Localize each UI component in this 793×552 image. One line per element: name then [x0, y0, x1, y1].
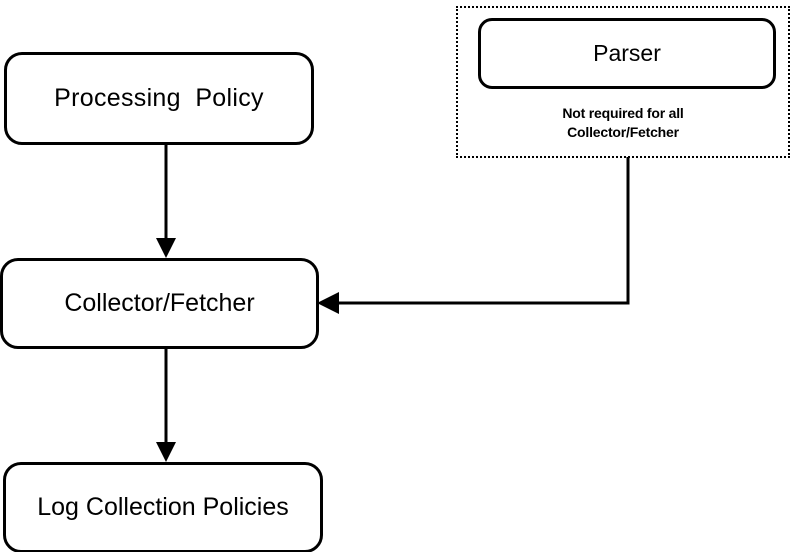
optional-parser-note: Not required for all Collector/Fetcher [562, 105, 684, 140]
node-collector-fetcher[interactable]: Collector/Fetcher [0, 258, 319, 349]
node-log-collection-policies-label: Log Collection Policies [37, 493, 289, 521]
node-processing-policy-label: Processing Policy [54, 84, 264, 112]
connector-elbow-line [333, 157, 630, 305]
connector-parser-group-to-collector [317, 157, 630, 314]
connector-processing-policy-to-collector [156, 145, 176, 258]
node-log-collection-policies[interactable]: Log Collection Policies [3, 462, 323, 552]
arrowhead-down-icon [156, 238, 176, 258]
node-parser[interactable]: Parser [478, 18, 776, 89]
node-processing-policy[interactable]: Processing Policy [4, 52, 314, 145]
connector-collector-to-log-collection-policies [156, 349, 176, 462]
node-parser-label: Parser [593, 40, 661, 66]
arrowhead-down-icon [156, 442, 176, 462]
arrowhead-left-icon [317, 292, 339, 314]
node-collector-fetcher-label: Collector/Fetcher [64, 289, 255, 317]
